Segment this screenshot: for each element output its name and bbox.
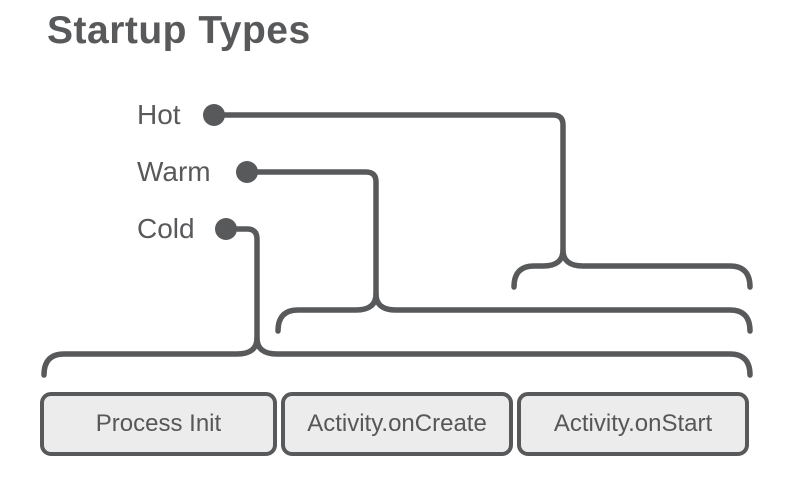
phase-box-activity-onstart: Activity.onStart: [517, 392, 749, 456]
type-label-warm: Warm: [137, 156, 211, 187]
cold-line: [223, 226, 260, 341]
hot-line: [211, 112, 566, 253]
hot-brace: [511, 247, 753, 290]
type-label-hot: Hot: [137, 99, 181, 130]
phase-box-process-init: Process Init: [40, 392, 277, 456]
page-title: Startup Types: [47, 9, 311, 52]
type-label-cold: Cold: [137, 213, 195, 244]
warm-brace: [275, 291, 753, 334]
warm-line: [244, 169, 379, 297]
cold-brace: [41, 335, 753, 378]
phase-box-activity-oncreate: Activity.onCreate: [281, 392, 513, 456]
